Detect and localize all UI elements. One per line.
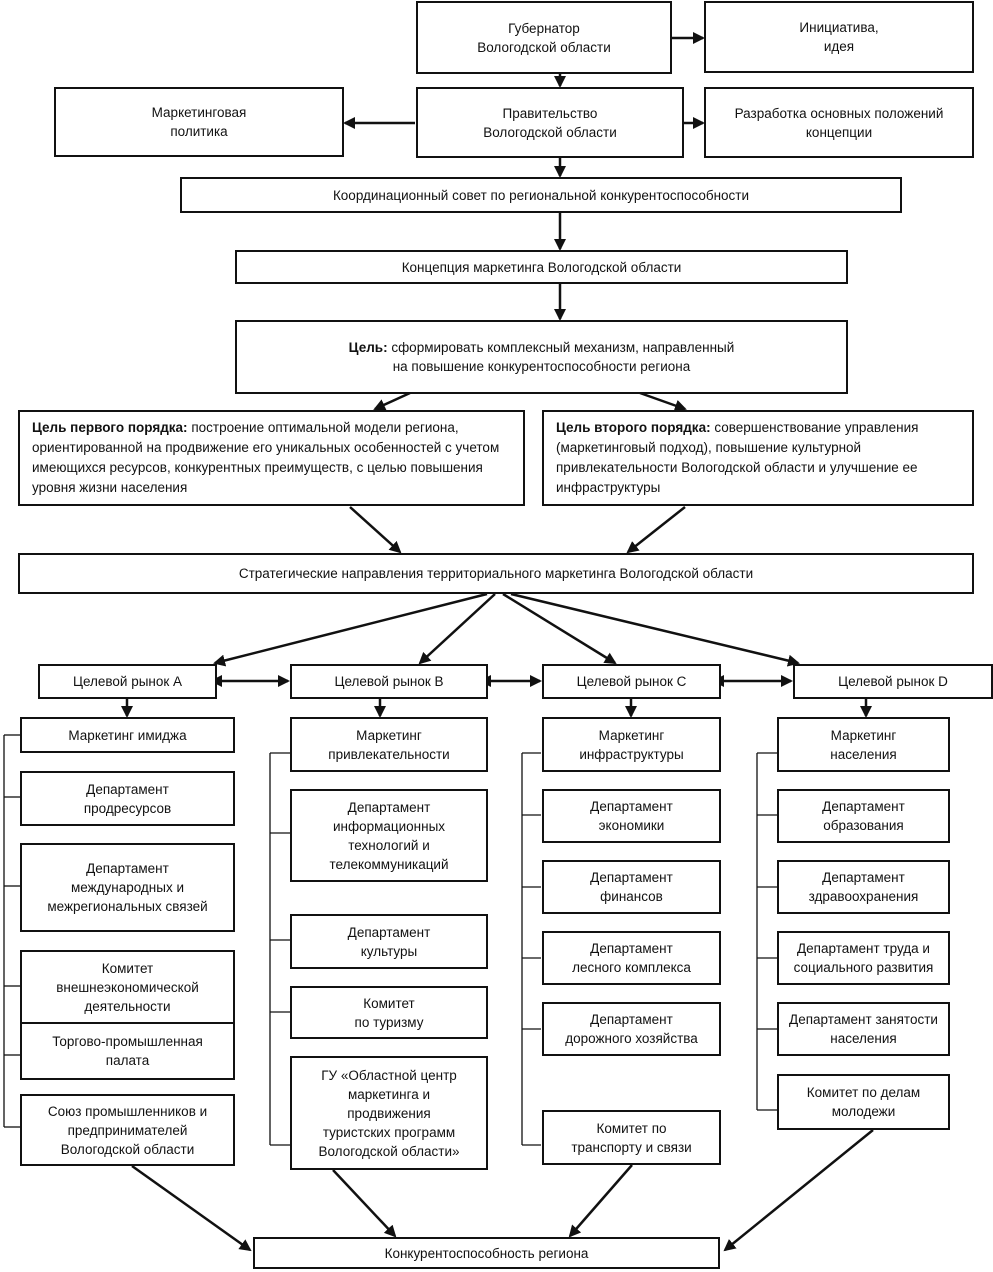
arrow-strategic-market-d [510, 592, 800, 667]
marketing-policy-box: Маркетинговая политика [54, 87, 344, 157]
bracket-lines [3, 734, 777, 1146]
unit-c-1: Департамент экономики [542, 789, 721, 843]
unit-a-3: Комитет внешнеэкономической деятельности [20, 950, 235, 1024]
unit-b-2: Департамент культуры [290, 914, 488, 969]
goal-second-text: совершенствование управления (маркетинго… [556, 420, 919, 495]
unit-d-4: Департамент занятости населения [777, 1002, 950, 1056]
arrow-strategic-market-b [418, 593, 496, 665]
arrow-strategic-market-c [502, 592, 617, 665]
unit-b-4: ГУ «Областной центр маркетинга и продвиж… [290, 1056, 488, 1170]
arrow-second-strategic [626, 506, 686, 554]
arrow-d-competitiveness [723, 1129, 874, 1252]
market-d-box: Целевой рынок D [793, 664, 993, 699]
goal-box: Цель: сформировать комплексный механизм,… [235, 320, 848, 394]
concept-development-box: Разработка основных положений концепции [704, 87, 974, 158]
marketing-attractiveness-box: Маркетинг привлекательности [290, 717, 488, 772]
marketing-population-box: Маркетинг населения [777, 717, 950, 772]
goal-second-label: Цель второго порядка: [556, 420, 711, 435]
market-b-box: Целевой рынок В [290, 664, 488, 699]
goal-second-box: Цель второго порядка: совершенствование … [542, 410, 974, 506]
unit-b-3: Комитет по туризму [290, 986, 488, 1039]
arrow-b-competitiveness [332, 1169, 397, 1238]
unit-a-5: Союз промышленников и предпринимателей В… [20, 1094, 235, 1166]
competitiveness-box: Конкурентоспособность региона [253, 1237, 720, 1269]
goal-first-label: Цель первого порядка: [32, 420, 188, 435]
arrow-first-strategic [349, 506, 402, 554]
goal-first-box: Цель первого порядка: построение оптимал… [18, 410, 525, 506]
arrow-a-competitiveness [131, 1164, 252, 1252]
strategic-directions-box: Стратегические направления территориальн… [18, 553, 974, 594]
goal-text: сформировать комплексный механизм, напра… [391, 340, 735, 374]
marketing-infrastructure-box: Маркетинг инфраструктуры [542, 717, 721, 772]
unit-c-4: Департамент дорожного хозяйства [542, 1002, 721, 1056]
governor-box: Губернатор Вологодской области [416, 1, 672, 74]
government-box: Правительство Вологодской области [416, 87, 684, 158]
market-a-box: Целевой рынок А [38, 664, 217, 699]
unit-d-3: Департамент труда и социального развития [777, 931, 950, 985]
coordination-council-box: Координационный совет по региональной ко… [180, 177, 902, 213]
unit-b-1: Департамент информационных технологий и … [290, 789, 488, 882]
arrow-strategic-market-a [213, 592, 488, 667]
unit-c-5: Комитет по транспорту и связи [542, 1110, 721, 1165]
arrow-goal-second [639, 391, 687, 412]
goal-label: Цель: [348, 340, 388, 355]
marketing-concept-box: Концепция маркетинга Вологодской области [235, 250, 848, 284]
unit-d-2: Департамент здравоохранения [777, 860, 950, 914]
market-c-box: Целевой рынок С [542, 664, 721, 699]
arrow-goal-first [373, 391, 411, 411]
arrow-c-competitiveness [568, 1164, 633, 1238]
unit-d-1: Департамент образования [777, 789, 950, 843]
marketing-image-box: Маркетинг имиджа [20, 717, 235, 753]
unit-a-1: Департамент продресурсов [20, 771, 235, 826]
goal-first-text: построение оптимальной модели региона, о… [32, 420, 500, 495]
unit-a-2: Департамент международных и межрегиональ… [20, 843, 235, 932]
unit-c-3: Департамент лесного комплекса [542, 931, 721, 985]
unit-c-2: Департамент финансов [542, 860, 721, 914]
unit-a-4: Торгово-промышленная палата [20, 1022, 235, 1080]
unit-d-5: Комитет по делам молодежи [777, 1074, 950, 1130]
initiative-box: Инициатива, идея [704, 1, 974, 73]
